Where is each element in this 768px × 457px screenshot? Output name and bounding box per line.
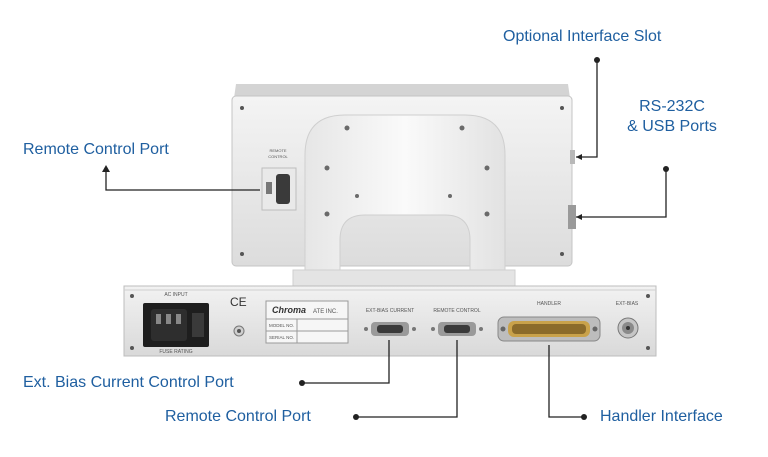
leader-lines bbox=[105, 60, 667, 418]
handler-label: HANDLER bbox=[537, 301, 561, 307]
ce-mark: CE bbox=[230, 295, 247, 309]
leader-handler bbox=[548, 345, 584, 418]
ext-bias-current-label: EXT-BIAS CURRENT bbox=[366, 308, 414, 314]
usb-rs232-port-side bbox=[568, 205, 576, 229]
callout-rs232c-line2: & USB Ports bbox=[627, 118, 717, 135]
ext-bias-label: EXT-BIAS bbox=[616, 301, 639, 307]
callout-handler-interface: Handler Interface bbox=[600, 408, 723, 425]
callout-rs232c-usb: RS-232C & USB Ports bbox=[617, 97, 727, 137]
leader-arrowheads bbox=[102, 154, 582, 220]
nameplate: Chroma ATE INC. MODEL NO. SERIAL NO. bbox=[265, 300, 349, 344]
callout-optional-interface-slot: Optional Interface Slot bbox=[503, 28, 662, 45]
stand bbox=[292, 114, 516, 289]
optional-slot-side bbox=[570, 150, 575, 164]
serial-no-label: SERIAL NO. bbox=[269, 335, 294, 340]
brand-suffix: ATE INC. bbox=[313, 309, 338, 315]
leader-remote-bottom bbox=[356, 340, 458, 418]
leader-remote-top bbox=[105, 167, 260, 191]
ac-input-label: AC INPUT bbox=[164, 292, 187, 298]
fuse-rating-label: FUSE RATING bbox=[159, 349, 192, 355]
svg-text:REMOTE: REMOTE bbox=[269, 148, 286, 153]
remote-control-label: REMOTE CONTROL bbox=[433, 308, 480, 314]
callout-remote-control-port-top: Remote Control Port bbox=[23, 141, 169, 158]
remote-control-port bbox=[431, 322, 483, 336]
model-no-label: MODEL NO. bbox=[269, 323, 294, 328]
leader-ext-bias bbox=[302, 340, 390, 384]
callout-rs232c-line1: RS-232C bbox=[639, 98, 705, 115]
callout-ext-bias-current-control-port: Ext. Bias Current Control Port bbox=[23, 374, 234, 391]
ext-bias-current-port bbox=[364, 322, 416, 336]
callout-remote-control-port-bottom: Remote Control Port bbox=[165, 408, 311, 425]
ac-input-socket bbox=[143, 303, 209, 347]
ext-bias-bnc bbox=[617, 317, 639, 339]
brand-logo-text: Chroma bbox=[272, 305, 306, 315]
base-unit-rear-panel: AC INPUT FUSE RATING CE Chroma ATE INC. … bbox=[123, 285, 657, 357]
svg-text:CONTROL: CONTROL bbox=[268, 154, 288, 159]
leader-rs232-usb bbox=[576, 169, 667, 218]
leader-markers bbox=[299, 57, 669, 420]
handler-connector bbox=[497, 316, 601, 342]
leader-optional-slot bbox=[576, 60, 598, 158]
